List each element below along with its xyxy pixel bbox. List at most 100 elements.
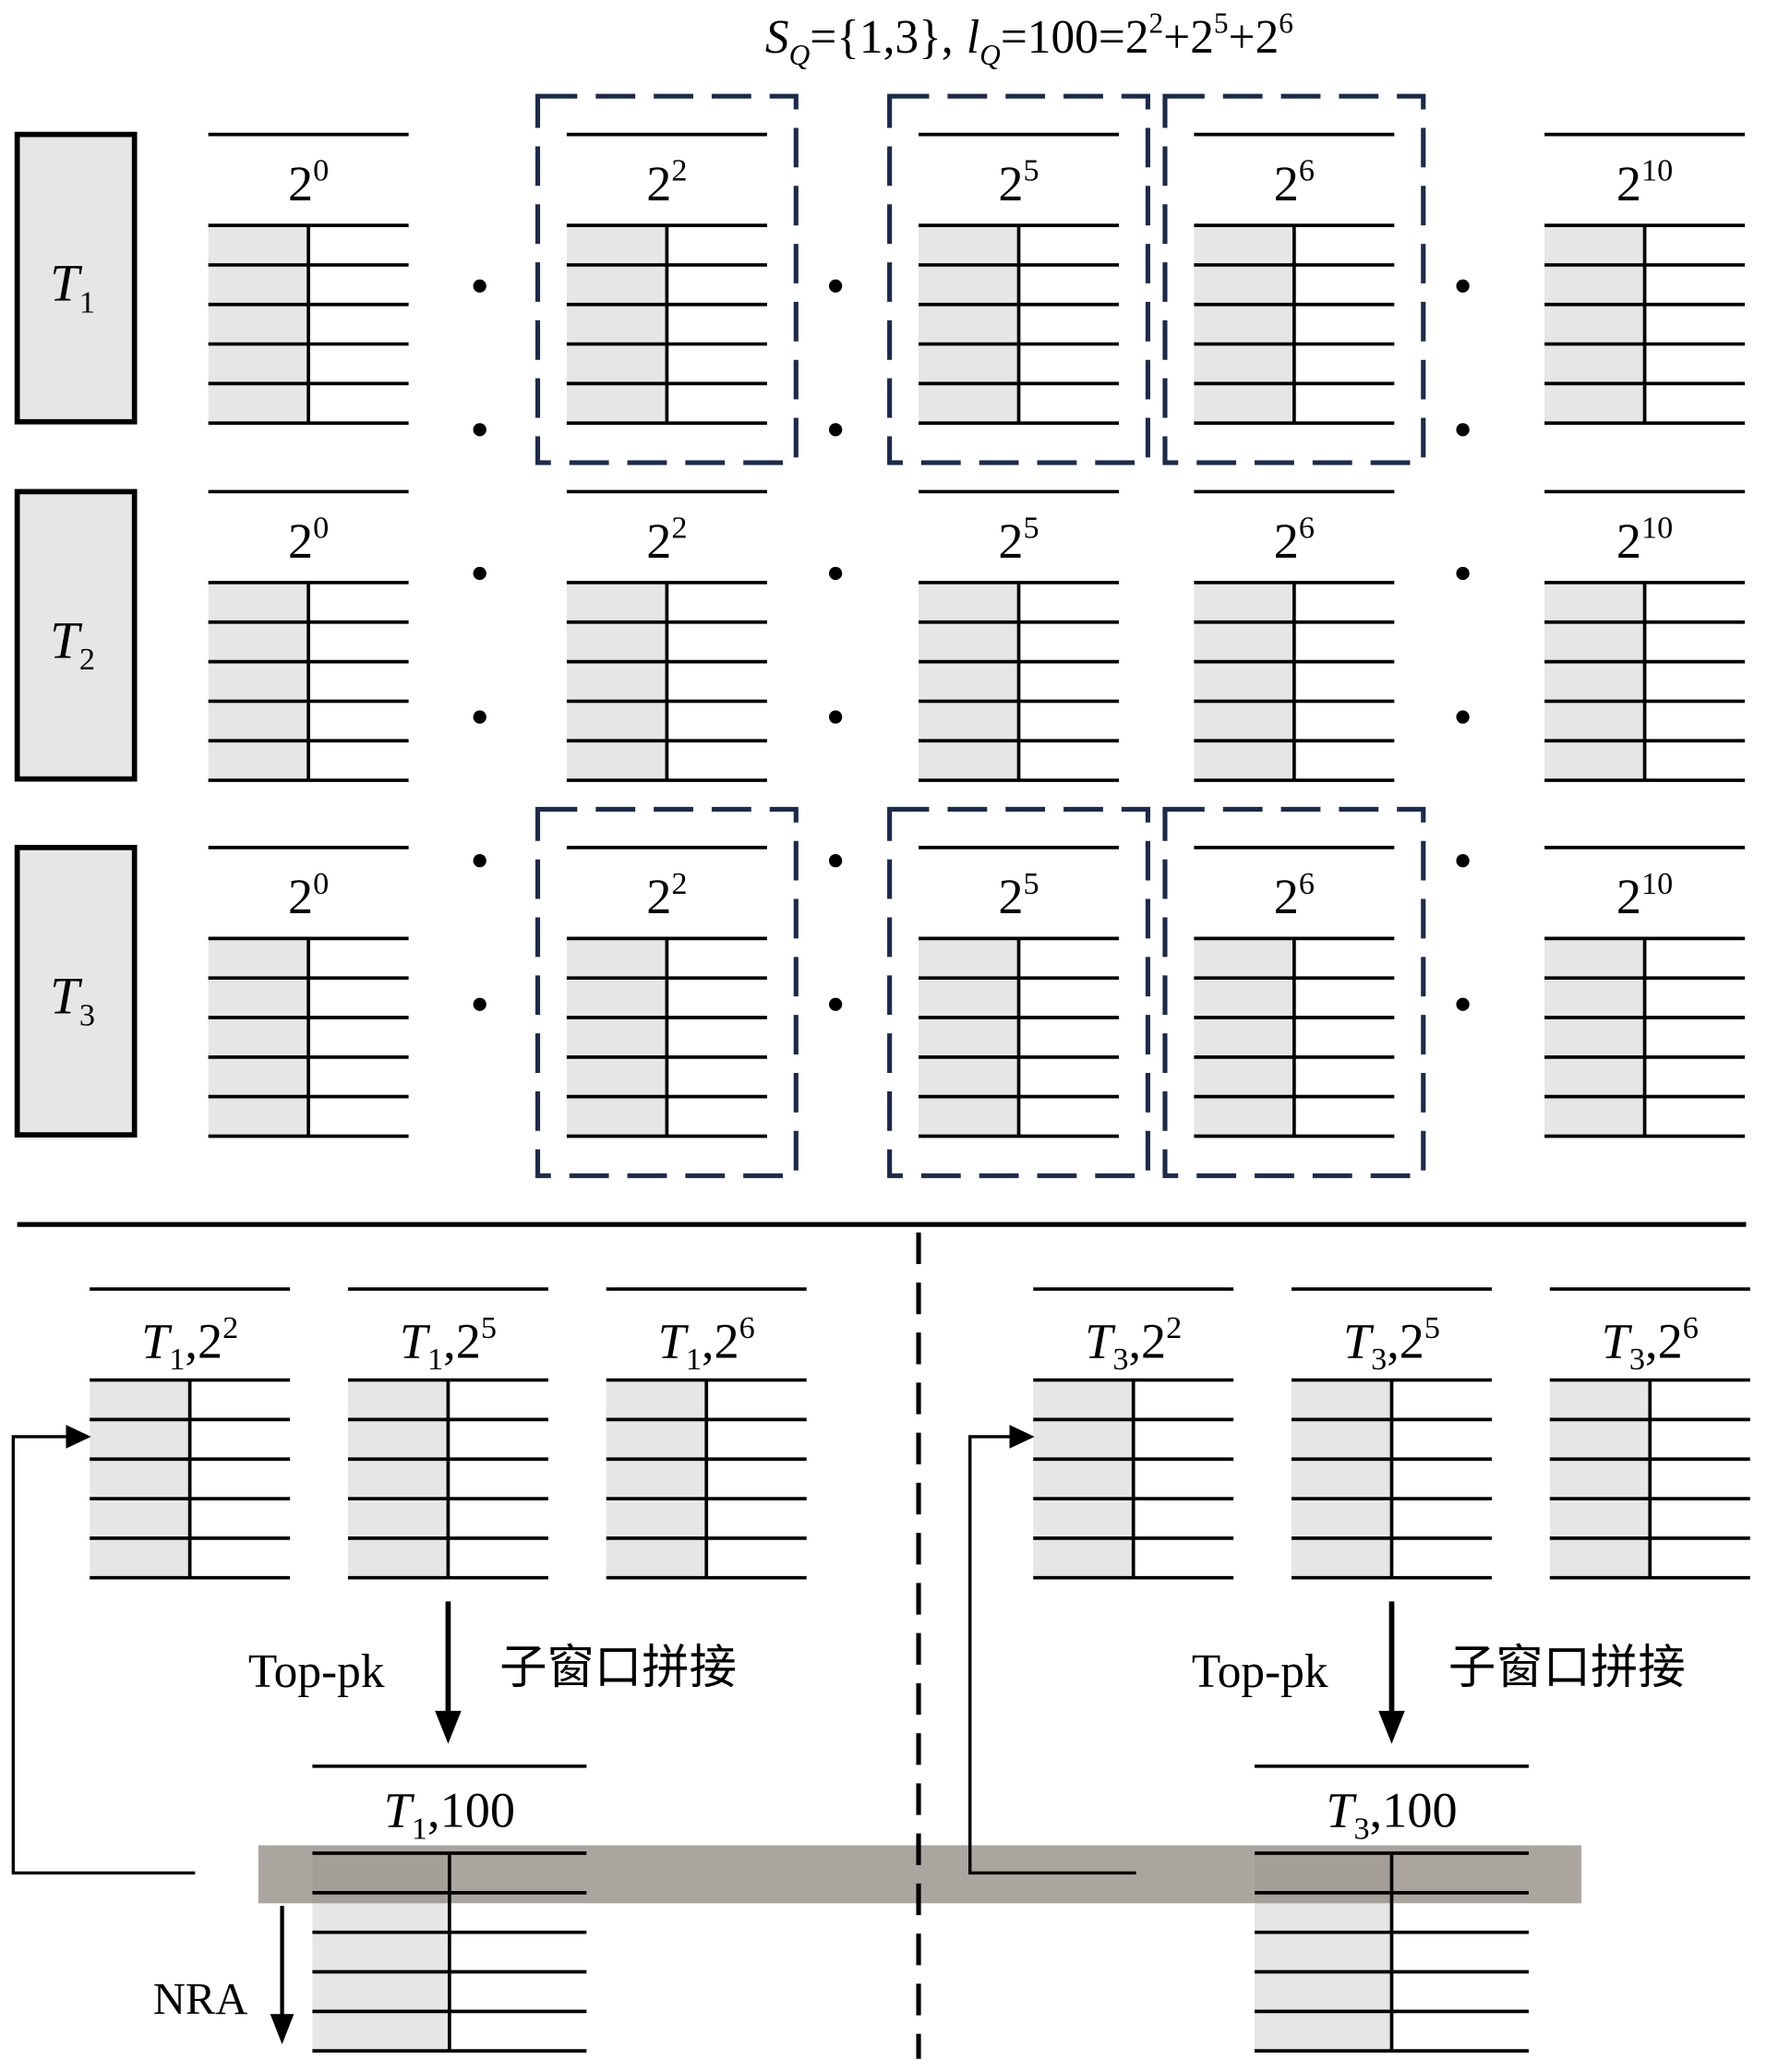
- ellipsis-dot: [828, 423, 843, 437]
- ellipsis-dot: [828, 710, 843, 724]
- sub-window-symbol: T: [141, 1313, 173, 1368]
- window-table-r1-c2-key-cells: [566, 225, 667, 424]
- window-table-r2-c5-key-cells: [1544, 582, 1645, 781]
- window-base: 2: [646, 513, 671, 569]
- sub-window-exponent: 5: [1424, 1310, 1440, 1345]
- ellipsis-dot: [473, 854, 487, 868]
- window-header: 25: [998, 153, 1039, 211]
- window-base: 2: [288, 869, 313, 924]
- result-index: 1: [412, 1811, 427, 1846]
- fill-layer: [14, 131, 1651, 2052]
- selected-window-box: [887, 93, 1150, 465]
- window-header: 210: [1616, 866, 1673, 924]
- merge-label-text: 子窗口拼接: [499, 1640, 737, 1695]
- ellipsis-dot: [473, 279, 487, 293]
- window-header: 26: [1274, 866, 1315, 924]
- window-base: 2: [1616, 513, 1641, 569]
- selected-window-box: [887, 806, 1150, 1178]
- selected-window-box: [535, 806, 799, 1178]
- result-table-label: T3,100: [1326, 1782, 1457, 1846]
- window-base: 2: [646, 156, 671, 211]
- window-base: 2: [1616, 869, 1641, 924]
- sub-window-label: T3,22: [1085, 1310, 1182, 1377]
- row-index: 1: [79, 284, 95, 319]
- sub-window-symbol: T: [1602, 1313, 1633, 1368]
- row-label-box: [14, 845, 138, 1138]
- window-exponent: 0: [313, 866, 329, 901]
- window-base: 2: [998, 869, 1023, 924]
- merge-arrow-head: [435, 1710, 462, 1744]
- window-base: 2: [646, 869, 671, 924]
- window-header: 25: [998, 510, 1039, 568]
- window-exponent: 6: [1299, 153, 1315, 188]
- window-header: 25: [998, 866, 1039, 924]
- sub-window-label: T3,25: [1343, 1310, 1440, 1377]
- sub-window-suffix: ,2: [443, 1313, 481, 1368]
- ellipsis-dot: [1456, 997, 1470, 1011]
- sub-window-table-p1-3-key-cells: [606, 1379, 707, 1578]
- result-symbol: T: [384, 1782, 415, 1837]
- window-base: 2: [1616, 156, 1641, 211]
- window-table-r1-c3-key-cells: [919, 225, 1019, 424]
- row-label-box: [14, 131, 138, 425]
- window-base: 2: [1274, 869, 1299, 924]
- window-table-r3-c4-key-cells: [1194, 938, 1294, 1137]
- term-operator: +: [1163, 11, 1190, 64]
- sub-window-index: 1: [169, 1342, 185, 1377]
- window-exponent: 6: [1299, 866, 1315, 901]
- formula-title: SQ={1,3},lQ=100=22+25+26: [765, 7, 1293, 71]
- sub-window-symbol: T: [1085, 1313, 1116, 1368]
- window-exponent: 2: [671, 866, 687, 901]
- row-index: 3: [79, 998, 95, 1033]
- length-subscript: Q: [979, 39, 1001, 71]
- length-value: =100=: [1001, 11, 1125, 64]
- sub-window-table-p2-3-key-cells: [1549, 1379, 1651, 1578]
- window-base: 2: [998, 513, 1023, 569]
- window-header: 22: [646, 510, 687, 568]
- sub-window-symbol: T: [1343, 1313, 1375, 1368]
- window-table-r3-c1-key-cells: [208, 938, 309, 1137]
- ellipsis-dot: [1456, 854, 1470, 868]
- sub-window-label: T3,26: [1602, 1310, 1699, 1377]
- sub-window-label: T1,25: [400, 1310, 497, 1377]
- ellipsis-dot: [1456, 423, 1470, 437]
- window-header: 26: [1274, 510, 1315, 568]
- window-table-r1-c1-key-cells: [208, 225, 309, 424]
- sub-window-exponent: 6: [1683, 1310, 1699, 1345]
- window-header: 210: [1616, 153, 1673, 211]
- sub-window-label: T1,26: [658, 1310, 755, 1377]
- line-layer: [11, 132, 1750, 2059]
- nra-label-text: NRA: [153, 1975, 247, 2024]
- rank-label-text: Top-pk: [248, 1645, 385, 1698]
- sub-window-index: 3: [1629, 1342, 1645, 1377]
- ellipsis-dot: [828, 854, 843, 868]
- sub-window-table-p1-2-key-cells: [347, 1379, 449, 1578]
- window-exponent: 10: [1641, 153, 1673, 188]
- length-symbol: l: [967, 11, 979, 64]
- window-table-r1-c5-key-cells: [1544, 225, 1645, 424]
- feedback-arrow-line: [968, 1435, 1136, 1875]
- window-exponent: 2: [671, 153, 687, 188]
- window-base: 2: [1274, 156, 1299, 211]
- row-index: 2: [79, 642, 95, 677]
- ellipsis-dot: [828, 566, 843, 581]
- feedback-arrow-head: [1009, 1425, 1035, 1449]
- merge-label-text: 子窗口拼接: [1448, 1640, 1686, 1695]
- window-exponent: 2: [671, 510, 687, 545]
- window-base: 2: [288, 156, 313, 211]
- window-exponent: 0: [313, 153, 329, 188]
- sub-window-exponent: 5: [481, 1310, 497, 1345]
- window-table-r2-c2-key-cells: [566, 582, 667, 781]
- sub-window-exponent: 2: [1166, 1310, 1182, 1345]
- result-symbol: T: [1326, 1782, 1357, 1837]
- term-exponent: 6: [1279, 7, 1293, 40]
- feedback-arrow-line: [11, 1435, 196, 1875]
- feedback-arrow-head: [66, 1425, 91, 1449]
- set-symbol: S: [765, 11, 789, 64]
- window-header: 20: [288, 866, 329, 924]
- window-exponent: 10: [1641, 510, 1673, 545]
- nra-label: NRA: [153, 1975, 247, 2024]
- merge-label: 子窗口拼接: [1448, 1640, 1686, 1695]
- window-exponent: 6: [1299, 510, 1315, 545]
